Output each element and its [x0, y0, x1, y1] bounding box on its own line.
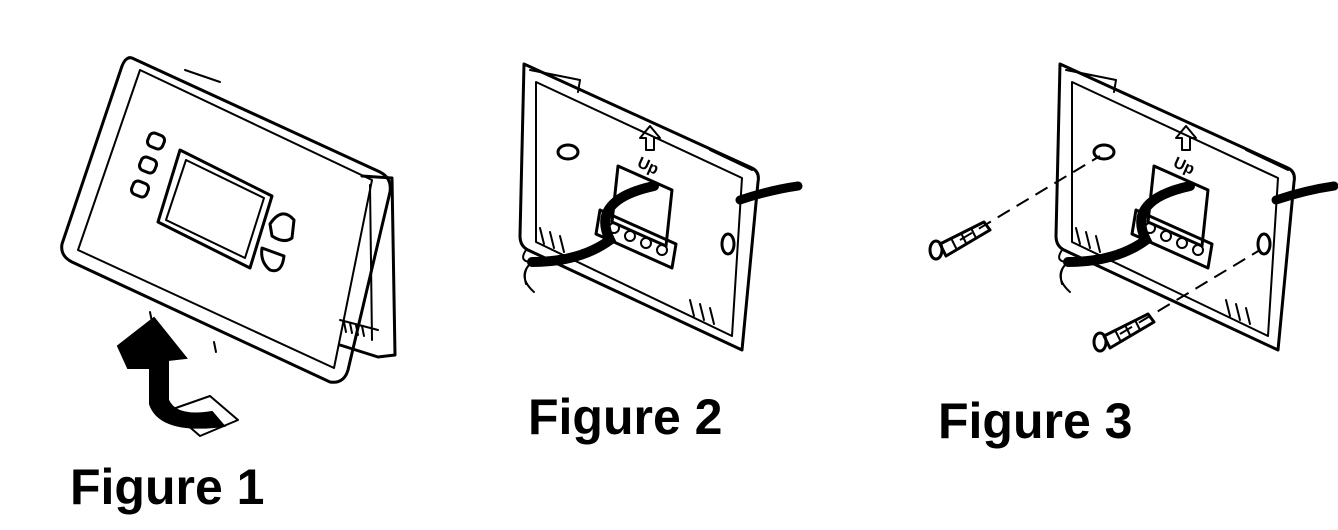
up-down-buttons — [260, 212, 296, 273]
figure-1: Figure 1 — [0, 0, 440, 530]
wire-bundle — [1271, 181, 1338, 205]
wallplate-mounting-illustration: Up — [928, 62, 1338, 353]
wire-bundle — [735, 181, 803, 205]
screw-icon — [1092, 312, 1156, 353]
lift-arrow-icon — [116, 316, 239, 437]
wallplate-frame — [1054, 62, 1296, 352]
mounting-hole-icon — [720, 232, 736, 256]
thermostat-body — [60, 56, 392, 384]
screw-guide-line — [1119, 249, 1261, 335]
wallplate-edge — [338, 174, 397, 359]
figure-1-caption: Figure 1 — [70, 459, 265, 515]
up-arrow-icon — [1175, 125, 1197, 151]
wallplate-illustration: Up — [518, 62, 803, 352]
mounting-hole-icon — [1256, 232, 1272, 256]
up-arrow-icon — [639, 125, 661, 151]
figure-3: Up Figure 3 — [900, 0, 1338, 530]
figure-2: Up Figure 2 — [440, 0, 900, 530]
mounting-hole-icon — [1092, 143, 1116, 161]
figure-3-caption: Figure 3 — [938, 393, 1133, 449]
thermostat-illustration — [60, 56, 397, 437]
wire-opening — [1146, 164, 1210, 248]
wire-opening — [610, 164, 674, 248]
display-screen — [156, 148, 274, 270]
screw-guide-line — [959, 155, 1101, 241]
mounting-hole-icon — [556, 143, 580, 161]
button-group-left — [129, 131, 167, 199]
wallplate-frame — [518, 62, 760, 352]
terminal-block — [594, 208, 678, 270]
figure-2-caption: Figure 2 — [528, 389, 723, 445]
screw-icon — [928, 220, 992, 261]
terminal-block — [1130, 208, 1214, 270]
